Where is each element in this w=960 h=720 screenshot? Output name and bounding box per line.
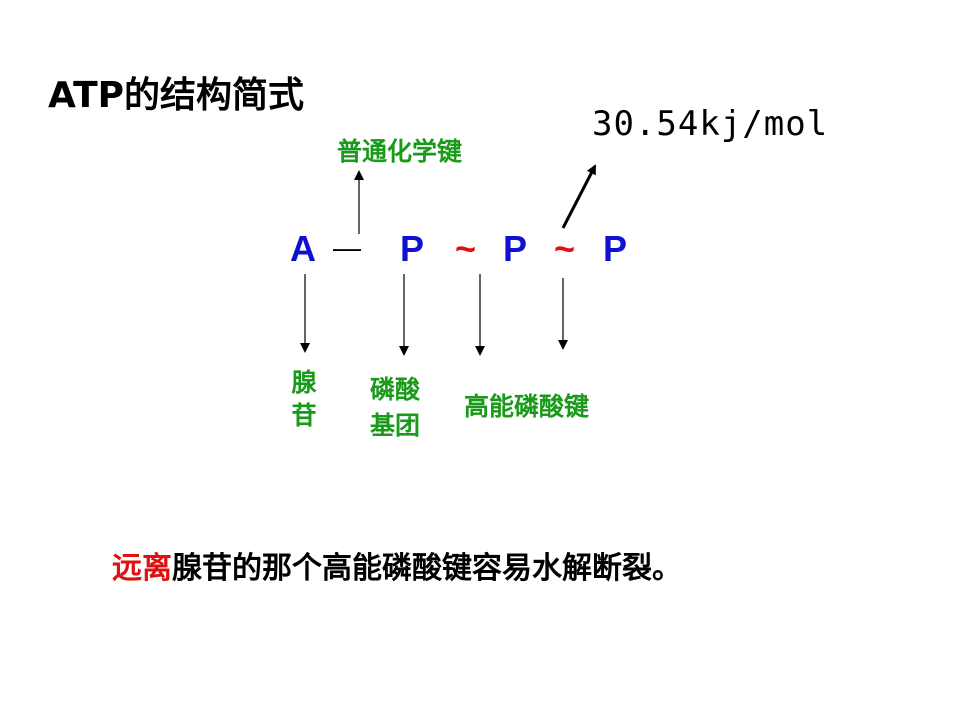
formula-single-bond: —	[333, 232, 361, 263]
formula-phosphate-2: P	[503, 228, 528, 269]
slide-title: ATP的结构简式	[48, 75, 305, 116]
formula-adenosine-A: A	[290, 228, 316, 269]
label-high-energy-bond: 高能磷酸键	[464, 392, 590, 421]
energy-value: 30.54kj/mol	[592, 104, 829, 144]
label-adenosine: 腺苷	[291, 368, 317, 430]
formula-phosphate-1: P	[400, 228, 425, 269]
bottom-statement-rest: 腺苷的那个高能磷酸键容易水解断裂。	[172, 551, 682, 586]
arrow-energy	[561, 164, 597, 229]
bottom-statement-highlight: 远离	[112, 551, 172, 586]
formula-phosphate-3: P	[603, 228, 628, 269]
bottom-statement: 远离腺苷的那个高能磷酸键容易水解断裂。	[112, 543, 682, 587]
formula-high-energy-bond-2: ~	[554, 228, 576, 269]
label-phosphate-group: 磷酸基团	[370, 375, 421, 440]
formula-high-energy-bond-1: ~	[455, 228, 477, 269]
label-common-bond: 普通化学键	[337, 137, 463, 166]
